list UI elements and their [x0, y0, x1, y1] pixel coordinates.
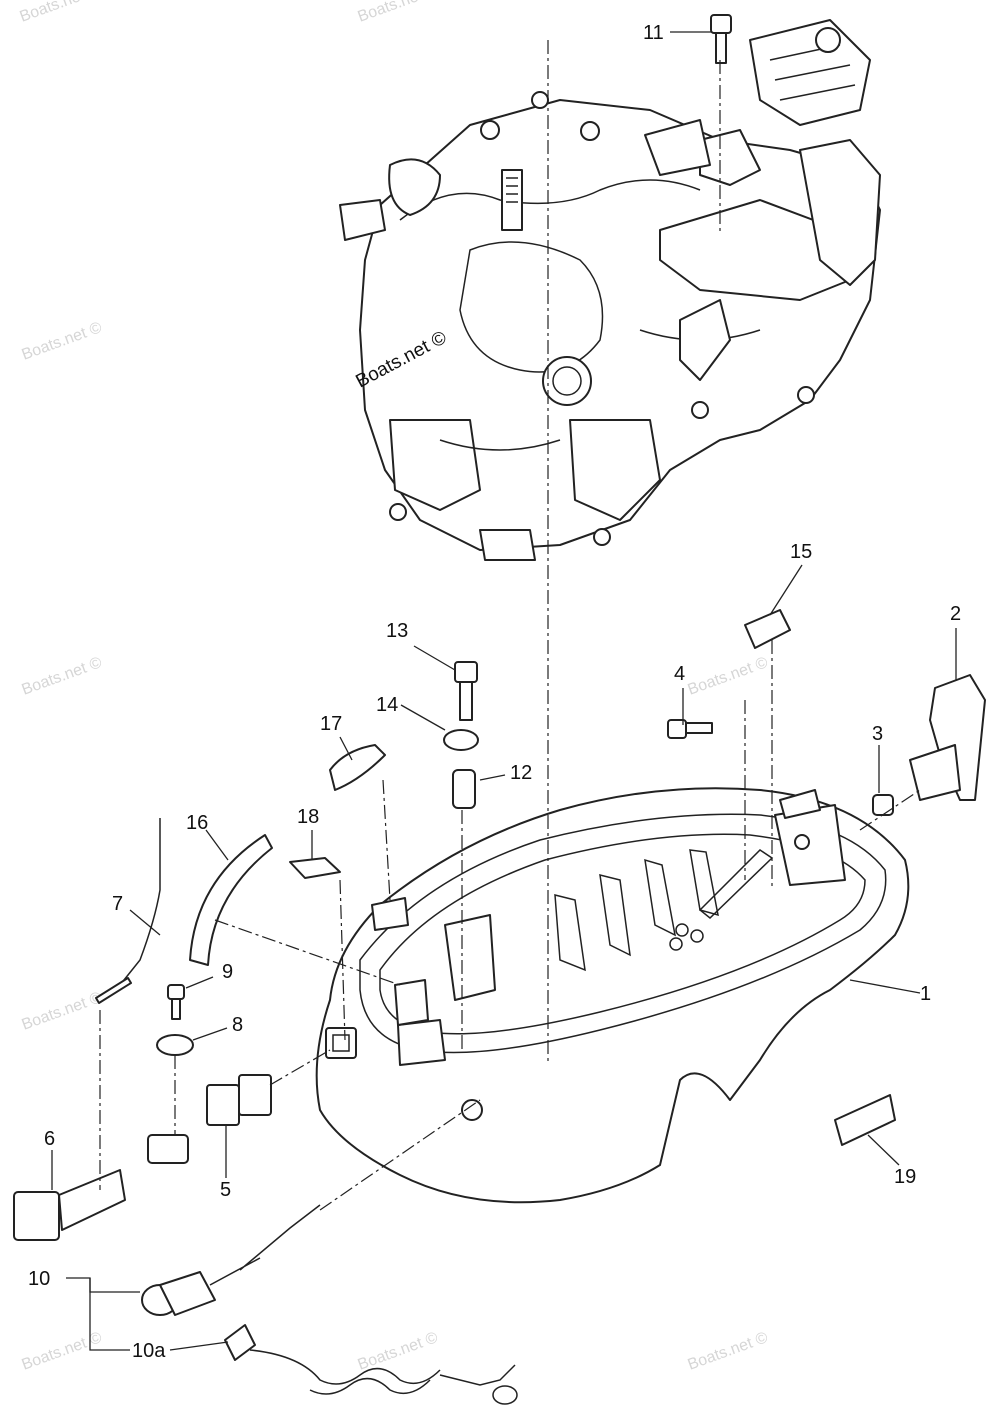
watermark: Boats.net © — [356, 0, 441, 26]
part-16-strip — [189, 834, 273, 966]
part-17-gasket — [329, 744, 386, 791]
part-11-bolt — [710, 14, 732, 64]
callout-5: 5 — [220, 1179, 231, 1201]
part-14-washer — [443, 729, 479, 751]
callout-15: 15 — [790, 541, 812, 563]
watermark: Boats.net © — [18, 0, 103, 26]
part-6-switch — [13, 1134, 189, 1241]
part-8-grommet — [156, 1034, 194, 1056]
part-13-bolt — [454, 661, 478, 721]
callout-9: 9 — [222, 961, 233, 983]
callout-3: 3 — [872, 723, 883, 745]
callout-11: 11 — [643, 22, 664, 44]
callout-16: 16 — [186, 812, 208, 834]
part-10-stop-switch — [141, 1204, 321, 1316]
part-2-bracket — [929, 674, 986, 801]
watermark: Boats.net © — [356, 1329, 441, 1374]
part-7-wire — [119, 818, 161, 986]
engine-powerhead-drawing — [339, 19, 881, 561]
part-3-collar — [872, 794, 894, 816]
bottom-cowling-drawing — [315, 787, 910, 1204]
callout-17: 17 — [320, 713, 342, 735]
callout-19: 19 — [894, 1166, 916, 1188]
callout-2: 2 — [950, 603, 961, 625]
leader-lines — [51, 31, 957, 1351]
callout-6: 6 — [44, 1128, 55, 1150]
watermark: Boats.net © — [20, 1329, 105, 1374]
part-19-label — [834, 1094, 896, 1146]
part-4-bolt — [667, 719, 713, 739]
callout-8: 8 — [232, 1014, 243, 1036]
callout-10: 10 — [28, 1268, 50, 1290]
watermark: Boats.net © — [686, 1329, 771, 1374]
callout-4: 4 — [674, 663, 685, 685]
callout-1: 1 — [920, 983, 931, 1005]
watermark: Boats.net © — [20, 654, 105, 699]
callouts: 11 12 13 14 15 4 2 3 1 19 17 16 18 7 9 8… — [28, 22, 961, 1362]
part-9-screw — [167, 984, 185, 1020]
part-10a-lanyard — [224, 1324, 518, 1405]
part-7-terminal — [95, 977, 132, 1004]
callout-18: 18 — [297, 806, 319, 828]
watermark: Boats.net © — [20, 989, 105, 1034]
part-2-hinge — [909, 744, 961, 801]
callout-14: 14 — [376, 694, 398, 716]
callout-10a: 10a — [132, 1340, 166, 1362]
part-15-label — [744, 609, 791, 649]
assembly-centerlines — [99, 40, 921, 1211]
part-18-plate — [289, 857, 341, 879]
callout-7: 7 — [112, 893, 123, 915]
part-5-grommet — [206, 1074, 272, 1126]
watermark: Boats.net © — [20, 319, 105, 364]
watermark: Boats.net © — [686, 654, 771, 699]
callout-13: 13 — [386, 620, 408, 642]
part-12-spacer — [452, 769, 476, 809]
callout-12: 12 — [510, 762, 532, 784]
